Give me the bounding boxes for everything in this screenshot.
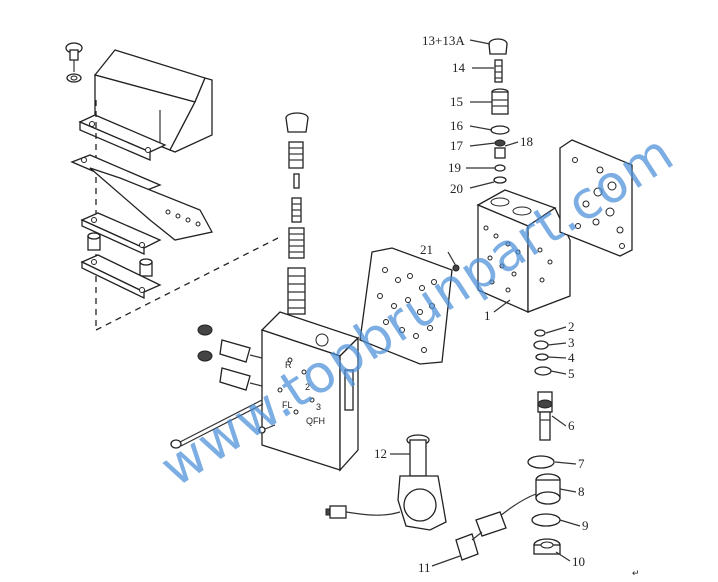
label-4: 4 [568,350,575,365]
lower-plate-icon [80,254,162,300]
leader-lines [390,39,581,567]
separator-plate-icon [359,247,453,365]
ring-9-icon [531,513,561,527]
label-19: 19 [448,160,461,175]
valve-block-1-icon [476,189,571,313]
label-11: 11 [418,560,431,575]
label-9: 9 [582,518,589,533]
ring-7-icon [527,455,555,469]
bolt-icon [65,42,83,83]
label-3: 3 [568,335,575,350]
label-5: 5 [568,366,575,381]
label-10: 10 [572,554,585,569]
spacer-plate-icon [80,212,162,256]
body-mark-2: 2 [305,382,310,392]
o-ring-stack-icon [533,329,552,376]
spool-15-icon [491,88,509,115]
fitting-icon [197,324,263,391]
label-7: 7 [578,456,585,471]
part-labels: 13+13A 14 15 16 17 18 19 20 21 1 2 3 4 5… [374,33,589,575]
nut-10-icon [533,538,561,555]
body-mark-fl: FL [282,400,293,410]
bracket-plate-icon [70,154,213,241]
valve-body-icon [260,311,360,472]
long-bolt-icon [170,399,276,449]
label-12: 12 [374,446,387,461]
body-mark-qfh: QFH [306,416,325,426]
plug-16-icon [490,125,510,184]
valve-body-assembly: R 2 FL 3 QFH [170,112,360,472]
label-13: 13+13A [422,33,465,48]
spring-14-icon [494,59,503,83]
cap-13-icon [488,38,508,55]
cover-box-icon [93,49,213,153]
label-16: 16 [450,118,464,133]
label-6: 6 [568,418,575,433]
coil-8-icon [494,473,561,521]
spring-icon [287,141,306,315]
return-mark: ↵ [632,568,640,578]
valve-cap-icon [285,112,309,133]
label-2: 2 [568,319,575,334]
label-18: 18 [520,134,533,149]
spacer-sleeve-icon [87,232,153,277]
label-21: 21 [420,242,433,257]
label-15: 15 [450,94,463,109]
body-mark-3: 3 [316,402,321,412]
label-14: 14 [452,60,466,75]
cover-assembly [65,42,279,331]
solenoid-12-icon [325,434,447,531]
gasket-plate-icon [78,114,167,161]
body-mark-r: R [285,360,292,370]
gasket-plate-right-icon [559,139,633,257]
right-valve-assembly [325,38,633,561]
label-20: 20 [450,181,463,196]
connector-11-icon [455,511,507,561]
label-17: 17 [450,138,464,153]
label-1: 1 [484,308,491,323]
solenoid-valve-6-icon [537,391,553,441]
label-8: 8 [578,484,585,499]
